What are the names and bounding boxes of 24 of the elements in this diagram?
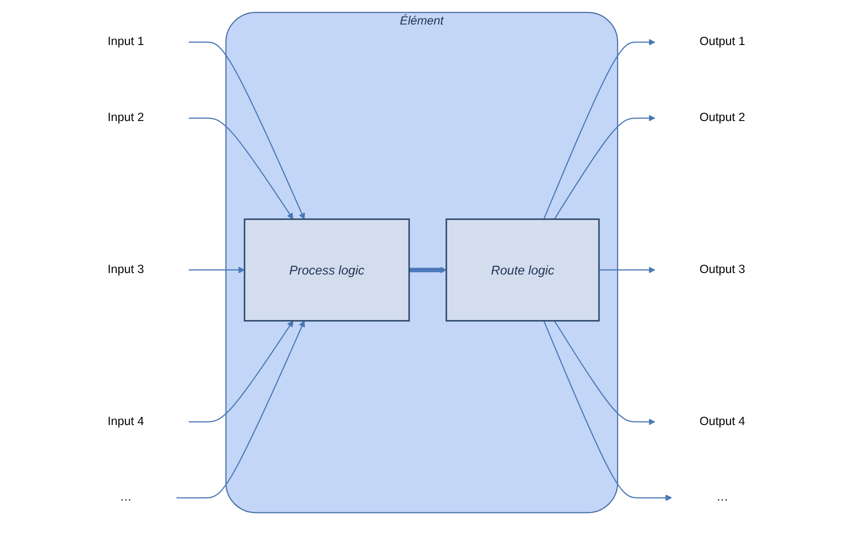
node-text: Input 1	[107, 35, 144, 48]
arrow	[554, 114, 655, 219]
node-text: Output 2	[699, 110, 745, 124]
node-text: Input 4	[107, 414, 144, 428]
node-text: Output 4	[699, 414, 745, 428]
arrow	[542, 38, 655, 219]
node-text: Output 1	[699, 35, 745, 48]
arrow	[408, 266, 446, 273]
arrow	[188, 41, 305, 219]
node-text: Input 3	[107, 262, 144, 276]
node-text: …	[119, 490, 132, 504]
arrow	[176, 320, 305, 498]
arrow	[188, 320, 293, 422]
node-text: Output 3	[699, 262, 745, 276]
node-box	[243, 218, 410, 322]
arrow	[554, 320, 655, 425]
node-text: …	[716, 490, 728, 504]
arrow	[542, 320, 672, 501]
arrow	[598, 266, 655, 273]
node-text: Input 2	[107, 110, 144, 124]
cluster	[224, 11, 618, 513]
node-box	[445, 218, 600, 322]
arrow	[188, 266, 244, 273]
arrow	[188, 117, 293, 219]
